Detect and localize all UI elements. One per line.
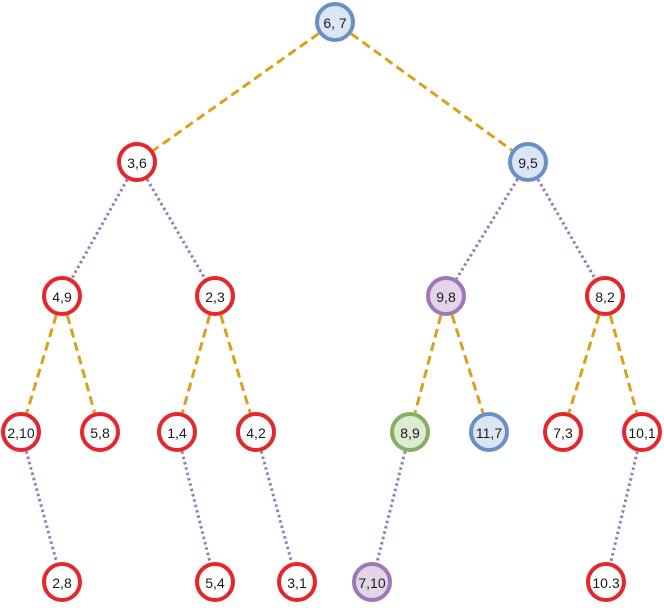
edge-n210-n28 xyxy=(24,450,59,564)
edge-n23-n14 xyxy=(180,314,212,414)
edge-n67-n36 xyxy=(152,32,320,152)
node-circle-red xyxy=(80,412,120,452)
edge-n49-n58 xyxy=(65,314,97,414)
node-label: 5,8 xyxy=(90,425,110,441)
node-circle-red xyxy=(42,276,82,316)
tree-node-n89: 8,9 xyxy=(390,412,430,452)
tree-node-n710: 7,10 xyxy=(352,562,392,602)
node-circle-red xyxy=(195,276,235,316)
node-label: 2,8 xyxy=(52,575,72,591)
tree-node-n103: 10.3 xyxy=(586,562,626,602)
edge-n23-n42 xyxy=(219,314,252,414)
node-circle-red xyxy=(586,562,626,602)
node-label: 8,2 xyxy=(595,289,615,305)
tree-node-n58: 5,8 xyxy=(80,412,120,452)
edge-n67-n95 xyxy=(350,32,513,152)
edge-n98-n117 xyxy=(450,314,485,414)
tree-node-n95: 9,5 xyxy=(508,142,548,182)
tree-node-n67: 6, 7 xyxy=(315,2,355,42)
tree-node-n28: 2,8 xyxy=(42,562,82,602)
node-label: 2,3 xyxy=(205,289,225,305)
tree-node-n23: 2,3 xyxy=(195,276,235,316)
node-circle-red xyxy=(157,412,197,452)
tree-node-n82: 8,2 xyxy=(585,276,625,316)
edge-n42-n31 xyxy=(259,450,294,564)
edges-layer xyxy=(24,32,639,564)
edge-n82-n73 xyxy=(567,314,601,414)
node-circle-blue xyxy=(469,412,509,452)
tree-node-n14: 1,4 xyxy=(157,412,197,452)
tree-node-n31: 3,1 xyxy=(277,562,317,602)
tree-node-n42: 4,2 xyxy=(236,412,276,452)
node-label: 11,7 xyxy=(476,425,502,441)
node-label: 3,1 xyxy=(287,575,307,591)
tree-node-n54: 5,4 xyxy=(195,562,235,602)
nodes-layer: 6, 7 3,6 9,5 4,9 2,3 9,8 8,2 2,10 5,8 1,4 4,2 8,9 11… xyxy=(1,2,662,602)
tree-node-n117: 11,7 xyxy=(469,412,509,452)
edge-n101-n103 xyxy=(609,451,639,563)
node-label: 1,4 xyxy=(167,425,187,441)
node-circle-red xyxy=(277,562,317,602)
node-label: 4,2 xyxy=(246,425,266,441)
node-label: 9,5 xyxy=(518,155,538,171)
edge-n95-n98 xyxy=(455,178,519,280)
node-label: 5,4 xyxy=(205,575,225,591)
node-circle-purple xyxy=(352,562,392,602)
edge-n95-n82 xyxy=(536,178,597,280)
tree-node-n73: 7,3 xyxy=(543,412,583,452)
tree-node-n98: 9,8 xyxy=(426,276,466,316)
node-label: 7,10 xyxy=(358,575,385,591)
node-label: 6, 7 xyxy=(323,15,347,31)
tree-node-n49: 4,9 xyxy=(42,276,82,316)
node-circle-purple xyxy=(426,276,466,316)
node-circle-red xyxy=(236,412,276,452)
edge-n49-n210 xyxy=(25,314,58,414)
node-label: 8,9 xyxy=(400,425,420,441)
node-circle-blue xyxy=(508,142,548,182)
node-label: 10,1 xyxy=(628,425,655,441)
edge-n36-n49 xyxy=(70,178,129,280)
node-label: 3,6 xyxy=(127,155,147,171)
node-circle-red xyxy=(543,412,583,452)
edge-n14-n54 xyxy=(180,451,212,563)
node-circle-red xyxy=(117,142,157,182)
node-circle-green xyxy=(390,412,430,452)
tree-node-n210: 2,10 xyxy=(1,412,41,452)
node-label: 4,9 xyxy=(52,289,72,305)
edge-n89-n710 xyxy=(375,451,407,563)
node-label: 10.3 xyxy=(592,575,619,591)
node-circle-red xyxy=(585,276,625,316)
node-circle-blue xyxy=(315,2,355,42)
node-label: 2,10 xyxy=(7,425,34,441)
edge-n82-n101 xyxy=(608,314,639,414)
node-circle-red xyxy=(622,412,662,452)
node-circle-red xyxy=(195,562,235,602)
edge-n98-n89 xyxy=(413,314,443,414)
node-label: 9,8 xyxy=(436,289,456,305)
tree-node-n36: 3,6 xyxy=(117,142,157,182)
edge-n36-n23 xyxy=(145,178,207,280)
node-circle-red xyxy=(42,562,82,602)
node-circle-red xyxy=(1,412,41,452)
node-label: 7,3 xyxy=(553,425,573,441)
tree-node-n101: 10,1 xyxy=(622,412,662,452)
